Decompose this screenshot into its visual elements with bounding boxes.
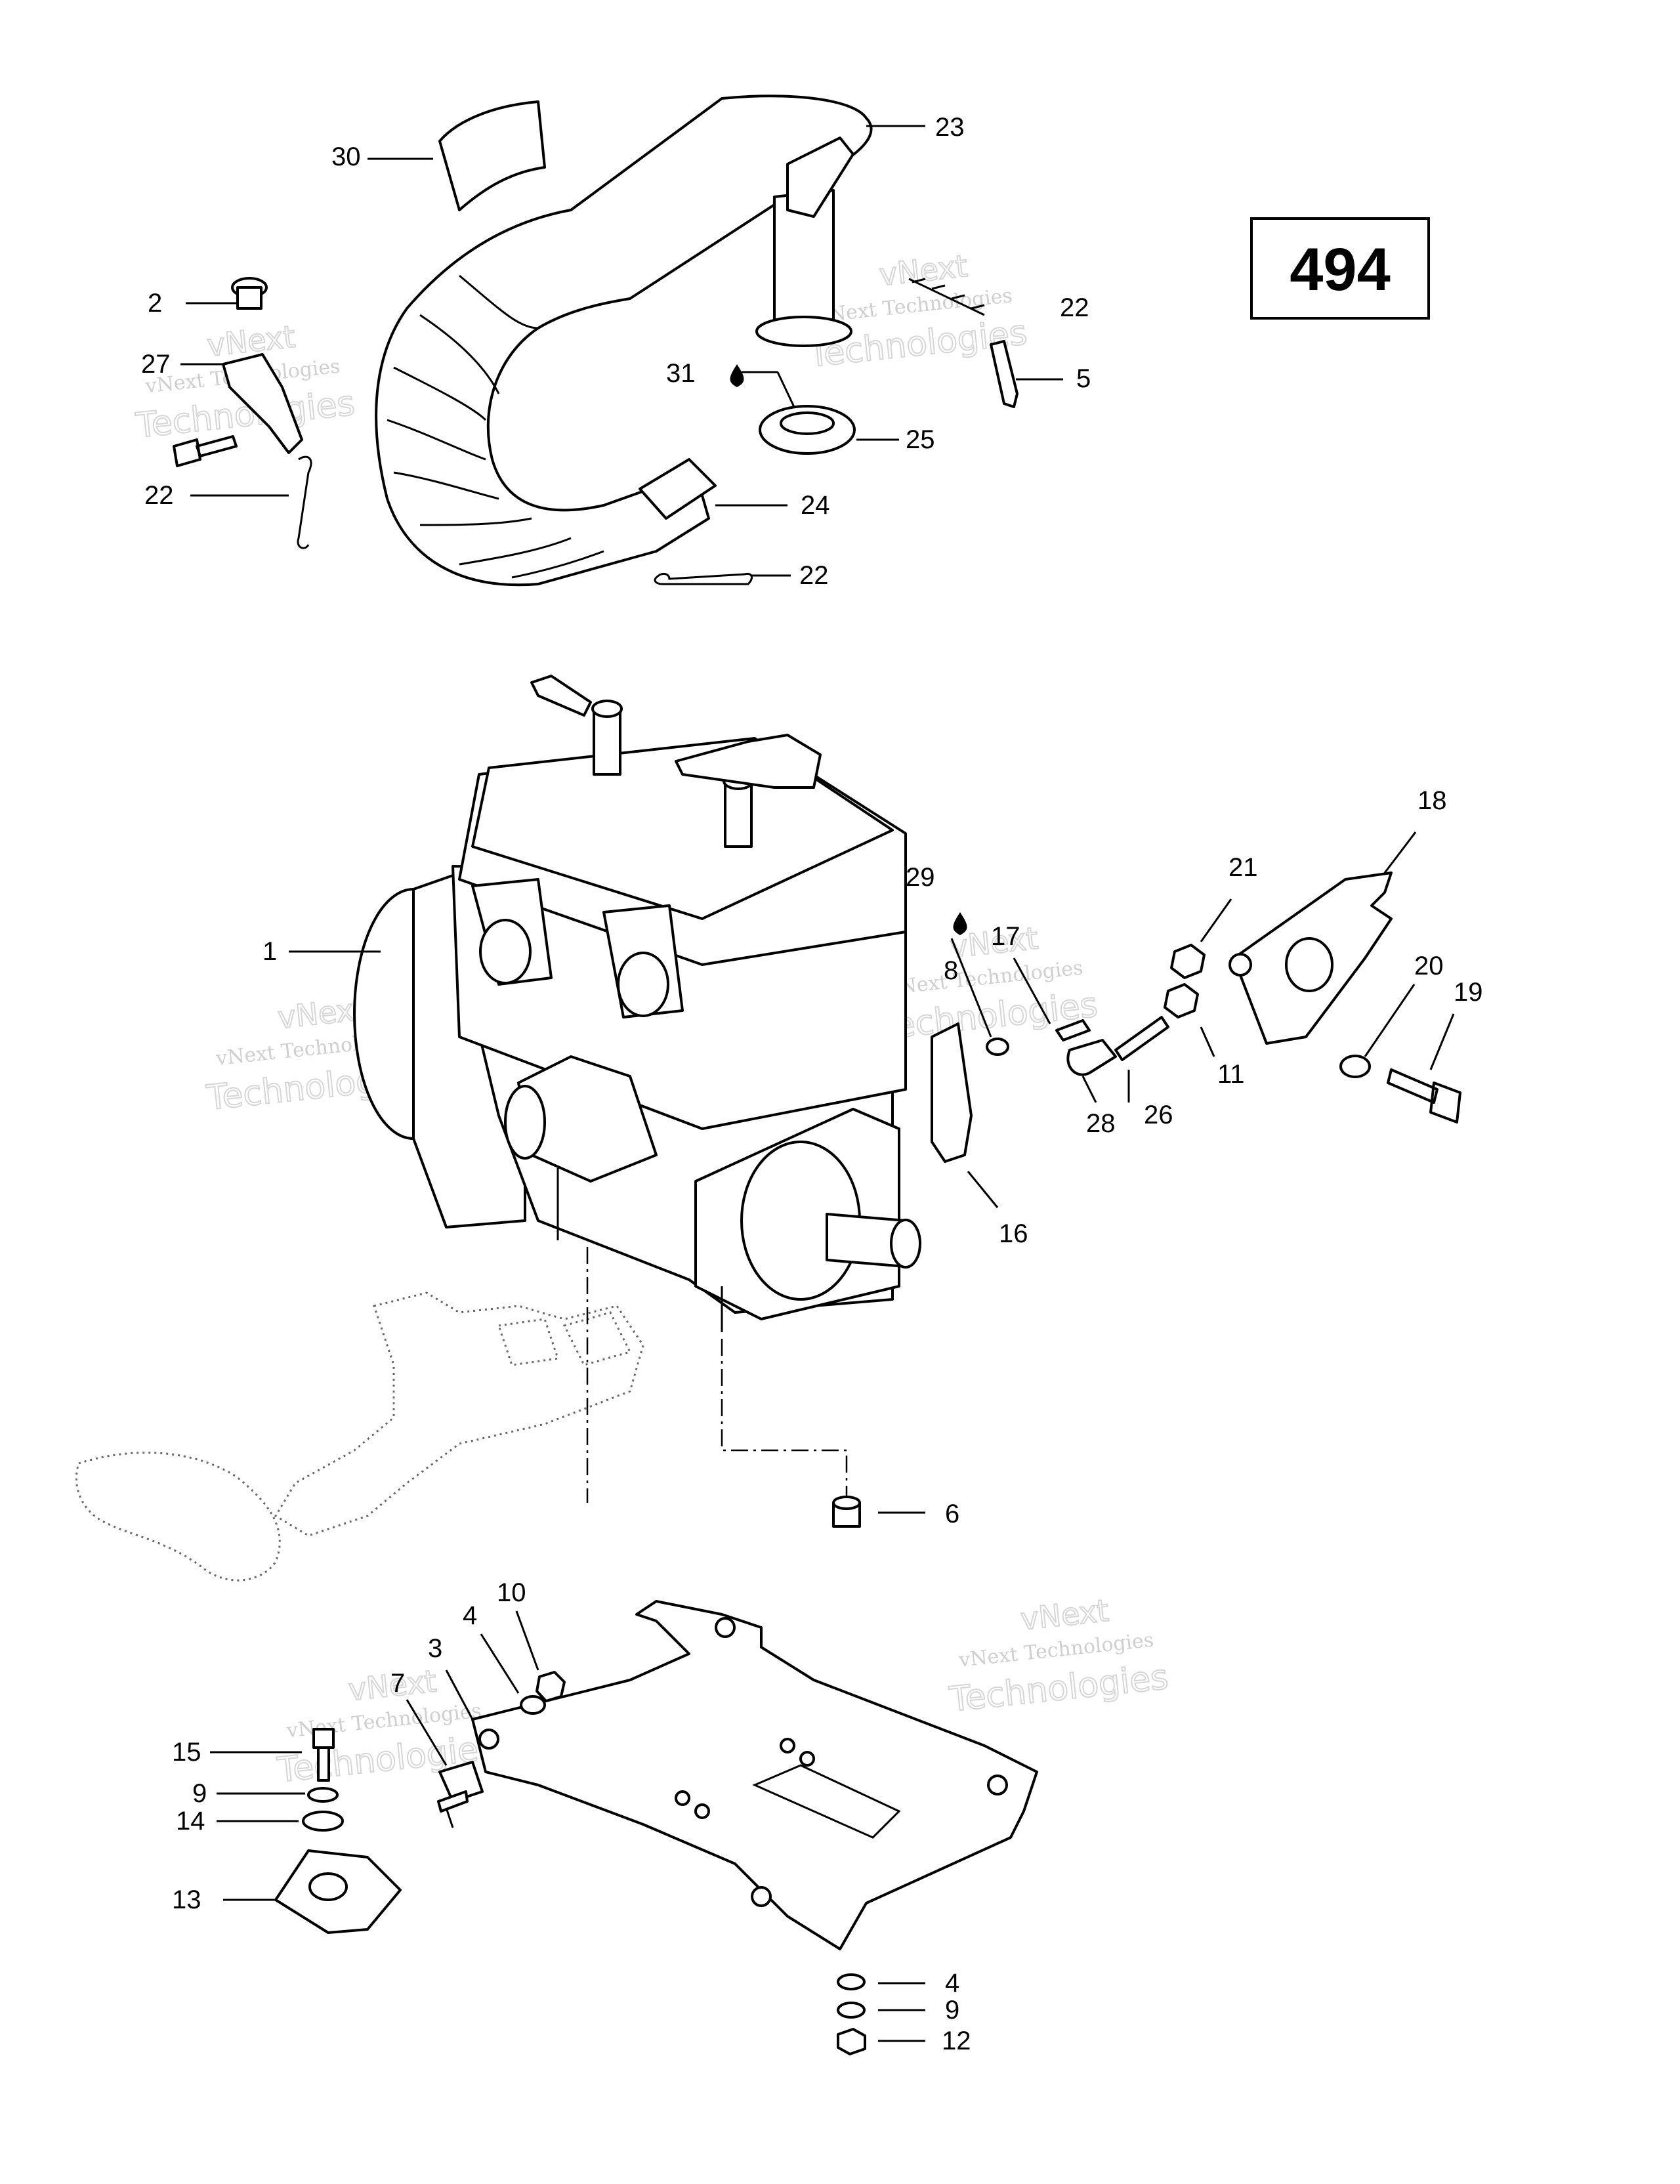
callout-26: 26 (1144, 1101, 1173, 1129)
spacer (832, 1496, 861, 1528)
callout-2: 2 (148, 289, 162, 318)
watermark-6: vNext vNext Technologies Technologies (947, 1592, 1171, 1721)
washer-20 (1339, 1055, 1371, 1078)
callout-15: 15 (172, 1738, 201, 1767)
callout-12: 12 (942, 2026, 971, 2055)
heat-shield (438, 100, 546, 211)
callout-28: 28 (1086, 1109, 1116, 1138)
nut-10 (536, 1671, 566, 1702)
rubber-mount (437, 1761, 484, 1828)
nut-12 (837, 2028, 866, 2055)
callout-19: 19 (1454, 978, 1483, 1007)
svg-text:vNext: vNext (1019, 1593, 1110, 1637)
nut-21 (1170, 944, 1206, 979)
page-number: 494 (1290, 236, 1391, 303)
callout-6: 6 (945, 1500, 959, 1528)
callout-24: 24 (801, 491, 830, 520)
callout-23: 23 (935, 113, 965, 142)
spring-left (297, 455, 312, 549)
page-number-box: 494 (1250, 217, 1430, 320)
callout-5: 5 (1076, 364, 1091, 393)
callout-11: 11 (1217, 1060, 1245, 1089)
callout-9-left: 9 (192, 1779, 207, 1808)
exhaust-pipe (375, 94, 873, 587)
callout-29: 29 (906, 863, 935, 892)
spring-bottom (654, 572, 753, 585)
callout-22-bottom: 22 (799, 561, 829, 590)
callout-20: 20 (1414, 952, 1444, 980)
exhaust-manifold-outline (75, 1292, 644, 1582)
mounting-bracket (222, 353, 303, 454)
callout-7: 7 (390, 1669, 405, 1698)
engine (353, 675, 921, 1332)
callout-22-left: 22 (144, 481, 174, 510)
leader-lines (180, 125, 1455, 2042)
callout-16: 16 (999, 1219, 1028, 1248)
drop-icon (730, 364, 744, 387)
nut-11 (1164, 983, 1199, 1018)
washer-4-bottom (837, 1973, 866, 1990)
washer-8 (986, 1038, 1009, 1056)
callout-25: 25 (906, 425, 935, 454)
callout-9-bottom: 9 (945, 1996, 959, 2025)
callouts: 30 23 2 27 22 5 31 25 22 24 22 18 21 29 … (141, 113, 1483, 2055)
stud (1066, 1016, 1169, 1076)
callout-18: 18 (1418, 786, 1447, 815)
callout-30: 30 (331, 142, 361, 171)
washer-4-top (520, 1695, 546, 1715)
callout-22-top: 22 (1060, 293, 1089, 322)
callout-3: 3 (428, 1634, 442, 1663)
callout-10: 10 (497, 1578, 526, 1607)
washer-14 (302, 1811, 344, 1832)
washer-9-left (307, 1787, 339, 1803)
clip (990, 340, 1018, 408)
bolt-19 (1387, 1068, 1461, 1124)
alignment-line-2 (721, 1339, 848, 1503)
screw-17 (1055, 1019, 1091, 1041)
engine-support-plate (931, 1022, 973, 1163)
callout-27: 27 (141, 350, 171, 379)
drop-icon (953, 912, 967, 935)
callout-1: 1 (262, 937, 277, 966)
callout-17: 17 (991, 922, 1020, 951)
callout-21: 21 (1228, 853, 1258, 882)
washer-9-bottom (837, 2002, 866, 2019)
bolt-left (173, 435, 238, 467)
spring-top (908, 278, 985, 316)
callout-14: 14 (176, 1807, 205, 1836)
callout-8: 8 (944, 956, 958, 985)
bolt-15 (312, 1728, 335, 1782)
cap-screw (231, 277, 268, 310)
engine-mount-plate (471, 1600, 1038, 1950)
callout-13: 13 (172, 1885, 201, 1914)
grommet (759, 405, 856, 455)
callout-4-top: 4 (463, 1601, 477, 1630)
callout-31: 31 (666, 359, 696, 388)
callout-4-bottom: 4 (945, 1969, 959, 1998)
